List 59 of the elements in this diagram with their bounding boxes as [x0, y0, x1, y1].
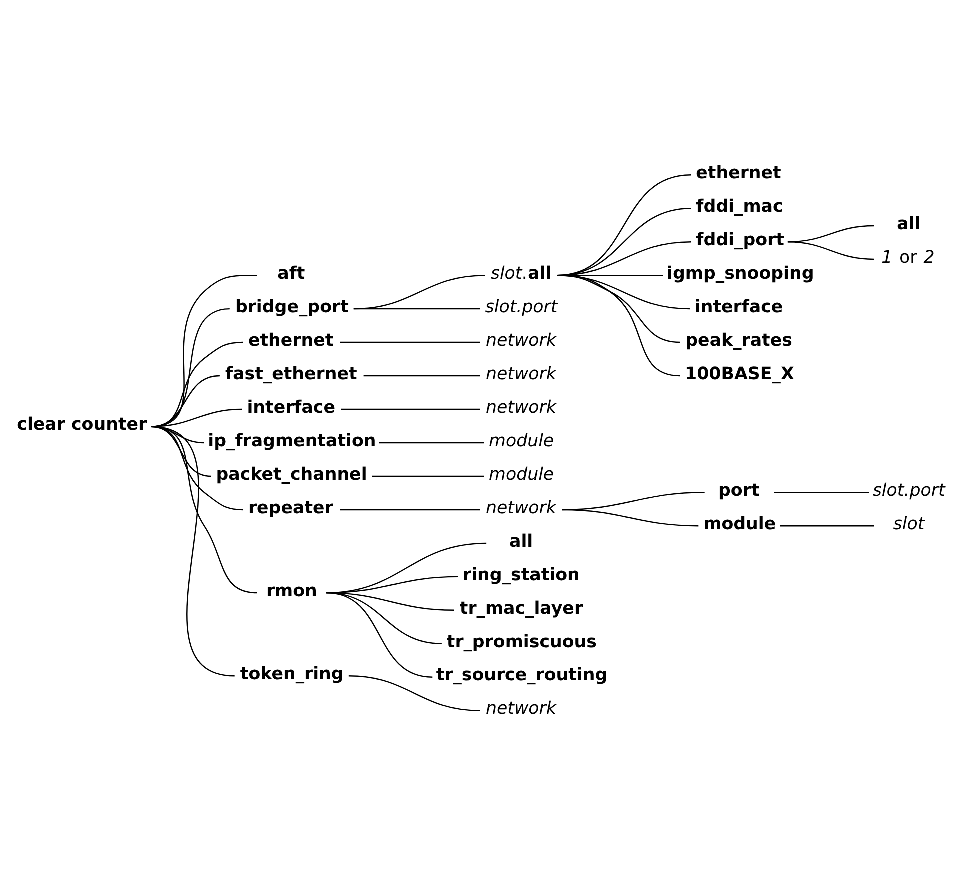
node-text: aft	[278, 263, 306, 284]
node-text: module	[489, 430, 554, 451]
node-text: port	[718, 480, 760, 500]
connector	[557, 274, 690, 310]
connector	[780, 524, 874, 526]
connector	[379, 442, 484, 444]
node-text: ip_fragmentation	[208, 430, 376, 451]
connector	[354, 274, 486, 310]
node-text: interface	[247, 397, 336, 418]
node-text: slot.port	[872, 480, 946, 500]
node-text: network	[486, 397, 556, 418]
connector	[151, 341, 244, 427]
node-text: all	[897, 214, 921, 234]
node-text: interface	[694, 296, 784, 317]
connector	[372, 475, 484, 477]
node-text: slot.all	[490, 263, 552, 284]
node-text: fddi_mac	[696, 196, 784, 216]
node-text: packet_channel	[216, 464, 368, 484]
connector	[562, 508, 699, 526]
node-text: peak_rates	[686, 330, 792, 350]
connector	[557, 274, 680, 376]
node-text: igmp_snooping	[667, 263, 814, 284]
node-text: ethernet	[696, 162, 782, 183]
connector	[774, 491, 870, 493]
node-text: ring_station	[463, 564, 580, 585]
connector	[341, 408, 480, 410]
connector	[326, 592, 433, 678]
node-text: network	[486, 698, 556, 719]
node-text: bridge_port	[235, 296, 349, 317]
node-text: all	[510, 531, 534, 552]
connector	[354, 308, 480, 310]
node-text: network	[486, 364, 556, 384]
node-text: network	[486, 498, 556, 518]
connector	[340, 508, 480, 510]
node-text: tr_mac_layer	[460, 598, 584, 618]
node-text: module	[704, 514, 776, 534]
node-text: fast_ethernet	[226, 364, 358, 384]
node-text: ethernet	[248, 330, 334, 350]
connector	[340, 341, 480, 343]
node-text: token_ring	[240, 664, 344, 684]
connector	[788, 240, 874, 260]
connector	[151, 408, 242, 427]
node-text: 1 or 2	[882, 247, 935, 268]
node-text: tr_source_routing	[436, 665, 608, 686]
node-text: network	[486, 330, 556, 350]
connector	[151, 426, 235, 676]
node-text: repeater	[248, 498, 334, 518]
node-text: fddi_port	[696, 230, 784, 250]
node-text: module	[489, 464, 554, 484]
node-text: 100BASE_X	[685, 364, 794, 384]
connector	[557, 274, 680, 343]
connector	[151, 274, 258, 427]
connector	[364, 374, 480, 376]
connector	[348, 675, 480, 711]
node-text: clear counter	[17, 414, 148, 435]
node-text: slot.port	[485, 296, 558, 317]
node-text: tr_promiscuous	[446, 632, 597, 652]
node-text: slot	[893, 514, 925, 534]
node-text: rmon	[266, 580, 318, 601]
